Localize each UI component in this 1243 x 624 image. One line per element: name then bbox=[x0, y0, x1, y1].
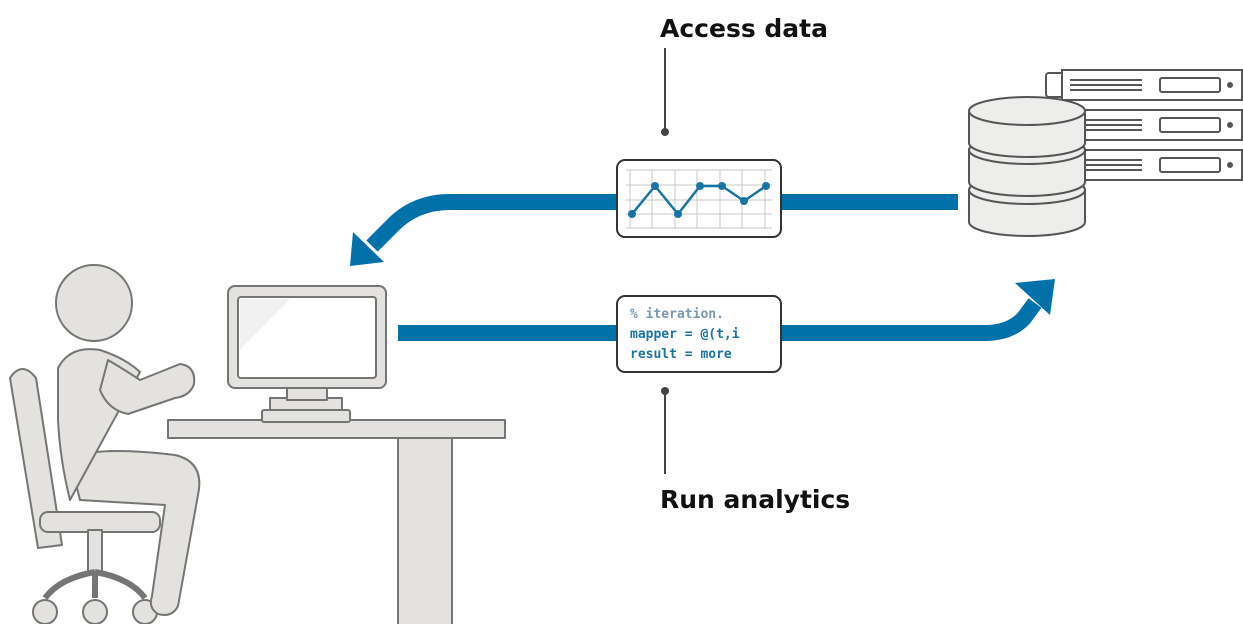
database-icon bbox=[968, 96, 1086, 237]
server-rack-icon bbox=[1045, 69, 1243, 181]
code-line-3: result = more bbox=[630, 347, 732, 362]
monitor-icon bbox=[227, 285, 387, 423]
access-data-label: Access data bbox=[660, 14, 828, 43]
code-line-1: % iteration. bbox=[630, 307, 724, 322]
run-analytics-label: Run analytics bbox=[660, 485, 850, 514]
line-chart-icon bbox=[616, 159, 782, 238]
run-analytics-arrow bbox=[398, 279, 1055, 341]
access-data-connector-dot bbox=[661, 128, 669, 136]
desk bbox=[167, 419, 506, 624]
code-card: % iteration. mapper = @(t,i result = mor… bbox=[616, 295, 782, 373]
run-analytics-connector-dot bbox=[661, 387, 669, 395]
code-line-2: mapper = @(t,i bbox=[630, 327, 740, 342]
person-at-desk-icon bbox=[9, 264, 201, 624]
access-data-arrow bbox=[350, 194, 958, 266]
